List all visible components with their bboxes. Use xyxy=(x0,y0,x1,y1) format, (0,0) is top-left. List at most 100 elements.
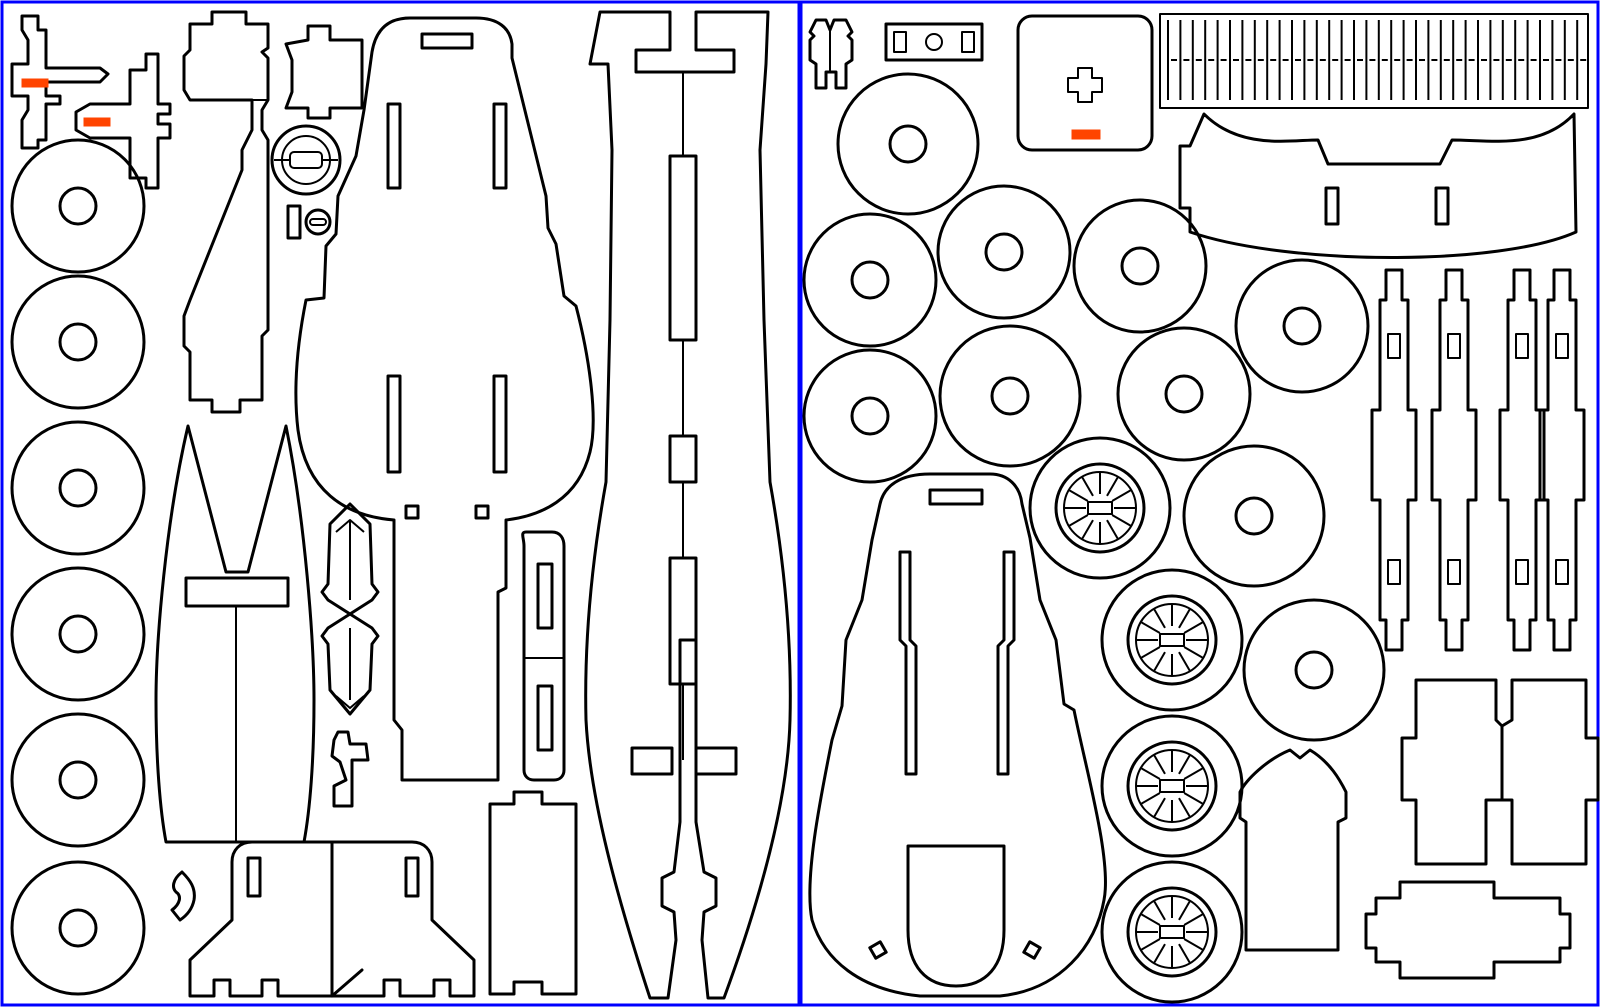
right-wheel-hub-1 xyxy=(888,124,928,164)
rim-spoke xyxy=(1153,651,1166,672)
right-wheel-3 xyxy=(936,184,1072,320)
axle-plate xyxy=(884,22,984,62)
rim-wheel-3 xyxy=(1100,714,1244,858)
axle-plate-hole-2 xyxy=(925,33,943,51)
right-wheel-hub-7 xyxy=(990,376,1030,416)
rear-wing-left xyxy=(188,840,334,998)
left-wheel-hub-3 xyxy=(58,468,98,508)
shell-left-pin-1 xyxy=(404,504,420,520)
battery-box xyxy=(488,790,578,996)
chassis-slot-1 xyxy=(668,154,698,342)
chassis-slot-3 xyxy=(668,556,698,686)
rear-wing-left-slot xyxy=(246,856,262,898)
cross-panel xyxy=(1016,14,1154,152)
cradle-slot-2 xyxy=(1434,186,1450,226)
rim-spoke xyxy=(1153,754,1166,775)
side-panel-tall xyxy=(182,10,270,414)
engrave-mark-a xyxy=(21,78,49,88)
right-wheel-group xyxy=(802,72,1386,1004)
left-wheel-1 xyxy=(10,138,146,274)
rim-spoke xyxy=(1111,514,1132,527)
seat-right xyxy=(1500,678,1600,866)
rim-spoke xyxy=(1183,792,1204,805)
body-shell-left xyxy=(294,16,595,782)
slot-bar xyxy=(521,530,566,782)
left-wheel-2 xyxy=(10,274,146,410)
rim-wheel-2 xyxy=(1100,568,1244,712)
diamond-lattice-inner xyxy=(335,519,365,709)
cradle-slot-1 xyxy=(1324,186,1340,226)
rim-spoke xyxy=(1183,646,1204,659)
ladder-slot-top xyxy=(1447,333,1461,359)
rim-axle xyxy=(1159,779,1185,793)
shell-left-slot-1 xyxy=(386,102,402,190)
ladder-slot-bottom xyxy=(1447,559,1461,585)
rim-spoke xyxy=(1183,913,1204,926)
chassis-long xyxy=(584,10,792,1000)
shell-right-top-slot xyxy=(928,488,984,506)
shell-right-seat xyxy=(906,844,1006,988)
right-wheel-10 xyxy=(1242,598,1386,742)
engrave-mark-b xyxy=(83,117,111,127)
shell-right-slot-2 xyxy=(996,550,1016,776)
right-wheel-4 xyxy=(1072,198,1208,334)
rim-spoke xyxy=(1178,900,1191,921)
rim-spoke xyxy=(1178,943,1191,964)
right-wheel-hub-8 xyxy=(1164,374,1204,414)
left-wheel-5 xyxy=(10,712,146,848)
rim-ring xyxy=(1054,462,1146,554)
right-wheel-7 xyxy=(938,324,1082,468)
rim-spoke xyxy=(1153,943,1166,964)
right-wheel-hub-10 xyxy=(1294,650,1334,690)
left-wheel-6 xyxy=(10,860,146,996)
living-hinge-cuts xyxy=(1167,20,1587,100)
steering-disc-outer xyxy=(270,124,342,196)
rim-spoke xyxy=(1178,651,1191,672)
curved-cradle xyxy=(1178,112,1578,259)
rim-spoke xyxy=(1153,797,1166,818)
rim-spoke xyxy=(1106,476,1119,497)
ladder-part-1 xyxy=(1370,268,1418,652)
right-wheel-hub-4 xyxy=(1120,246,1160,286)
v-blade-cross-slot xyxy=(184,576,290,608)
rim-ring xyxy=(1126,594,1218,686)
ladder-slot-bottom xyxy=(1555,559,1569,585)
left-wheel-hub-6 xyxy=(58,908,98,948)
rim-ring xyxy=(1126,886,1218,978)
rim-axle xyxy=(1087,501,1113,515)
right-sheet xyxy=(802,13,1600,1004)
left-sheet-frame xyxy=(0,0,801,1007)
rim-spoke xyxy=(1183,767,1204,780)
ladder-slot-bottom xyxy=(1515,559,1529,585)
right-wheel-hub-6 xyxy=(850,396,890,436)
axle-plate-hole-1 xyxy=(893,31,907,53)
rear-wing-right-slot xyxy=(404,856,420,898)
rear-body-block xyxy=(1238,748,1348,952)
body-shell-right xyxy=(808,472,1107,998)
shell-left-slot-3 xyxy=(386,374,402,474)
rim-axle xyxy=(1159,633,1185,647)
wing-nut xyxy=(330,730,370,808)
right-sheet-frame xyxy=(799,0,1600,1007)
cross-panel-cross xyxy=(1067,67,1103,103)
chassis-slot-2 xyxy=(668,434,698,484)
left-wheel-hub-5 xyxy=(58,760,98,800)
rim-outer xyxy=(1100,568,1244,712)
chassis-slot-5 xyxy=(694,746,738,776)
right-wheel-5 xyxy=(1234,258,1370,394)
right-wheel-hub-2 xyxy=(850,260,890,300)
rim-spoke xyxy=(1183,938,1204,951)
rim-spoke xyxy=(1068,514,1089,527)
right-wheel-1 xyxy=(836,72,980,216)
engrave-mark-c xyxy=(1071,129,1101,140)
rim-wheel-4 xyxy=(1100,860,1244,1004)
seat-left xyxy=(1400,678,1504,866)
left-wheel-hub-2 xyxy=(58,322,98,362)
living-hinge-frame xyxy=(1159,13,1589,109)
rim-spoke xyxy=(1140,913,1161,926)
left-wheel-hub-1 xyxy=(58,186,98,226)
left-sheet xyxy=(10,10,792,1000)
rim-outer xyxy=(1100,860,1244,1004)
bottom-plate xyxy=(1364,880,1572,980)
